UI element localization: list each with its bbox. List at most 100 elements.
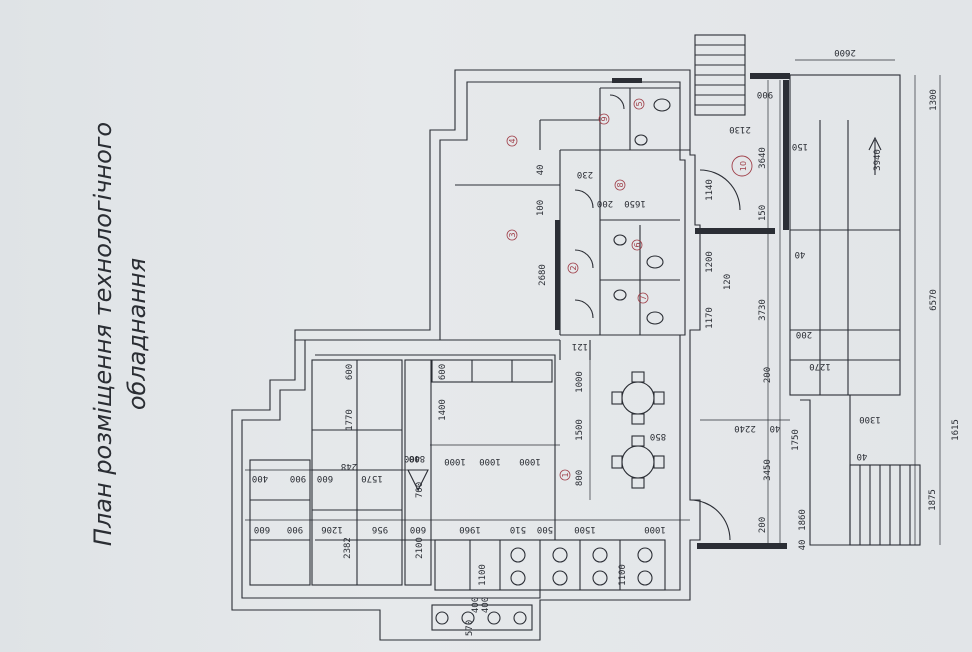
- dim-700: 700: [415, 482, 425, 498]
- table-1: [621, 381, 655, 415]
- door-10-arc: [699, 169, 741, 211]
- hall-outline: [315, 354, 556, 541]
- dim-200b: 200: [763, 367, 773, 383]
- burner-3: [552, 547, 568, 563]
- dim-1000d: 1000: [644, 524, 666, 534]
- dim-900: 900: [757, 89, 773, 99]
- chair-2c: [631, 435, 645, 447]
- chair-1b: [653, 391, 665, 405]
- dim-400d: 400: [481, 597, 491, 613]
- hatched-walls: [555, 73, 790, 549]
- room-8-label: 8: [616, 182, 625, 187]
- room-markers: 1 2 3 4 5 6 7 8 9 10: [506, 98, 753, 481]
- dim-1170: 1170: [705, 307, 715, 329]
- dim-150b: 150: [758, 205, 768, 221]
- dim-2130: 2130: [729, 124, 751, 134]
- dim-600c: 600: [317, 473, 333, 483]
- chair-1a: [611, 391, 623, 405]
- room-10-label: 10: [739, 161, 748, 171]
- dim-400c: 400: [471, 597, 481, 613]
- dim-1300b: 1300: [859, 414, 881, 424]
- door-arc-4: [574, 299, 594, 319]
- dim-3450: 3450: [763, 459, 773, 481]
- dim-2680: 2680: [538, 264, 548, 286]
- burner-2: [510, 570, 526, 586]
- dim-800b: 800: [409, 453, 425, 463]
- dim-1960: 1960: [459, 524, 481, 534]
- dim-900c: 900: [287, 524, 303, 534]
- dim-800a: 800: [575, 470, 585, 486]
- dim-230: 230: [577, 169, 593, 179]
- dim-850: 850: [650, 431, 666, 441]
- dim-1000a: 1000: [575, 371, 585, 393]
- dim-100a: 100: [536, 200, 546, 216]
- burner-6: [592, 570, 608, 586]
- chair-2a: [611, 455, 623, 469]
- dim-1100a: 1100: [478, 564, 488, 586]
- sink-9: [634, 134, 648, 146]
- dim-600b: 600: [345, 364, 355, 380]
- burner-5: [592, 547, 608, 563]
- door-arc-2: [574, 189, 594, 209]
- dim-121: 121: [572, 341, 588, 351]
- room-1-label: 1: [561, 472, 570, 477]
- outer-wall: [231, 69, 701, 641]
- dim-3940: 3940: [873, 149, 883, 171]
- dim-2240: 2240: [734, 423, 756, 433]
- toilet-6: [646, 255, 664, 269]
- table-2: [621, 445, 655, 479]
- chair-1d: [631, 413, 645, 425]
- dim-200c: 200: [758, 517, 768, 533]
- dim-2600: 2600: [834, 47, 856, 57]
- dim-510: 510: [510, 524, 526, 534]
- room-9-label: 9: [600, 116, 609, 121]
- sink-7: [613, 289, 627, 301]
- inner-wall: [241, 81, 686, 599]
- dim-200a: 200: [796, 329, 812, 339]
- dim-40c: 40: [798, 540, 808, 551]
- dim-1000c: 1000: [519, 456, 541, 466]
- dim-900b: 900: [290, 473, 306, 483]
- dim-150a: 150: [792, 141, 808, 151]
- equipment-row-3: [404, 359, 432, 586]
- dim-1500a: 1500: [575, 419, 585, 441]
- dim-1500b: 1500: [574, 524, 596, 534]
- dim-120: 120: [723, 274, 733, 290]
- dim-2100: 2100: [415, 537, 425, 559]
- burner-1: [510, 547, 526, 563]
- room-4-label: 4: [508, 138, 517, 143]
- room-6-label: 6: [633, 242, 642, 247]
- dim-1650: 1650: [624, 198, 646, 208]
- dim-400a: 400: [252, 473, 268, 483]
- equipment-row-2: [249, 459, 311, 586]
- dim-1000e: 1000: [444, 456, 466, 466]
- dim-400b: 400: [404, 453, 420, 463]
- toilet-5: [653, 98, 671, 112]
- dim-600d: 600: [254, 524, 270, 534]
- dim-956: 956: [372, 524, 388, 534]
- terrace-lower: [800, 395, 851, 546]
- dim-1206: 1206: [321, 524, 343, 534]
- dim-6570: 6570: [929, 289, 939, 311]
- burner-4: [552, 570, 568, 586]
- dim-40e: 40: [857, 451, 868, 461]
- dim-40b: 40: [770, 423, 781, 433]
- dim-1270: 1270: [809, 361, 831, 371]
- bottom-equipment: [431, 604, 533, 631]
- door-arc-3: [574, 249, 594, 269]
- dimension-labels: 2600 1300 900 2130 3640 3940 150 150 114…: [252, 47, 961, 636]
- terrace: [789, 74, 901, 396]
- burner-8: [637, 570, 653, 586]
- dim-1200: 1200: [705, 251, 715, 273]
- dim-248: 248: [341, 461, 357, 471]
- dim-600e: 600: [410, 524, 426, 534]
- dim-1570: 1570: [361, 473, 383, 483]
- dim-40d: 40: [536, 165, 546, 176]
- dim-570: 570: [465, 620, 475, 636]
- door-arc-5: [609, 94, 625, 110]
- dim-600a: 600: [438, 364, 448, 380]
- dim-1400: 1400: [438, 399, 448, 421]
- dimension-lines: [245, 59, 941, 545]
